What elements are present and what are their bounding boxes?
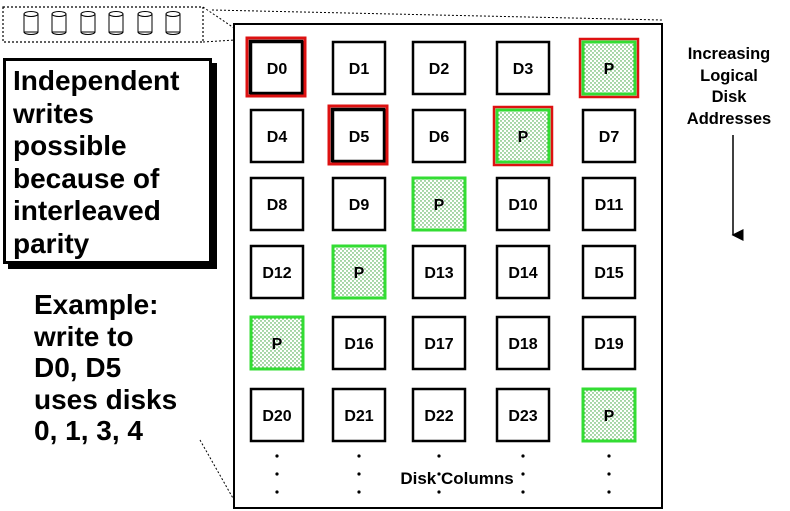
disk-icons [23,11,181,35]
block-label: D0 [267,61,288,78]
block-label: D16 [344,336,373,353]
block-label: D20 [262,408,291,425]
block-label: D14 [508,265,537,282]
data-block: D23 [495,387,551,443]
callout-line: interleaved [13,195,161,226]
data-block: D8 [249,176,305,232]
disk-cylinder-icon [165,11,181,35]
disk-cylinder-icon [23,11,39,35]
data-block: D6 [411,108,467,164]
disk-cylinder-icon [80,11,96,35]
data-block: D5 [327,104,389,166]
block-label: D2 [429,61,450,78]
block-label: D23 [508,408,537,425]
data-block: D13 [411,244,467,300]
axis-label: Increasing Logical Disk Addresses [668,44,790,130]
block-label: D13 [424,265,453,282]
block-label: D19 [594,336,623,353]
axis-label-line: Disk [711,88,747,106]
example-line: Example: [34,289,159,320]
block-label: D6 [429,129,450,146]
example-line: D0, D5 [34,352,122,383]
block-label: D17 [424,336,453,353]
axis-label-line: Increasing [687,45,771,63]
data-block: D10 [495,176,551,232]
callout-line: parity [13,227,90,259]
data-block: D11 [581,176,637,232]
block-label: D11 [595,197,624,214]
data-block: D19 [581,315,637,371]
block-label: D1 [349,61,370,78]
callout-line: writes [13,97,94,129]
data-block: D15 [581,244,637,300]
block-label: P [272,336,283,353]
disk-cylinder-icon [137,11,153,35]
example-text: Example: write to D0, D5 uses disks 0, 1… [34,289,177,447]
data-block: D0 [245,36,307,98]
callout-line: because of [13,162,160,194]
block-label: D22 [424,408,453,425]
data-block: D17 [411,315,467,371]
data-block: D22 [411,387,467,443]
block-label: D7 [599,129,620,146]
parity-block: P [331,244,387,300]
callout-box: Independent writes possible because of i… [3,58,212,264]
block-label: D15 [594,265,623,282]
callout-line: possible [13,130,127,161]
block-label: P [604,408,615,425]
block-label: D9 [349,197,370,214]
block-label: D8 [267,197,288,214]
parity-block: P [249,315,305,371]
block-label: P [518,129,529,146]
data-block: D18 [495,315,551,371]
parity-block: P [411,176,467,232]
block-label: D21 [344,408,373,425]
parity-block: P [492,105,554,167]
disk-columns-label: Disk Columns [400,469,513,488]
data-block: D3 [495,40,551,96]
disk-cylinder-icon [108,11,124,35]
data-block: D9 [331,176,387,232]
block-label: D10 [508,197,537,214]
data-block: D16 [331,315,387,371]
block-label: D12 [262,265,291,282]
data-block: D20 [249,387,305,443]
data-block: D7 [581,108,637,164]
example-line: uses disks [34,383,178,415]
disk-cylinder-icon [51,11,67,35]
axis-label-line: Logical [700,66,758,85]
block-label: P [434,197,445,214]
block-label: D18 [508,336,537,353]
data-block: D2 [411,40,467,96]
block-label: P [604,61,615,78]
connector-lines [199,9,663,501]
data-block: D12 [249,244,305,300]
callout-line: Independent [13,65,180,96]
block-label: D4 [267,129,288,146]
parity-block: P [578,37,640,99]
example-line: 0, 1, 3, 4 [34,415,143,446]
data-block: D4 [249,108,305,164]
block-label: D3 [513,61,534,78]
continuation-dots-icon [275,454,611,494]
disk-strip [2,6,235,43]
data-block: D21 [331,387,387,443]
axis-label-line: Addresses [686,109,772,128]
parity-block: P [581,387,637,443]
block-label: P [354,265,365,282]
example-line: write to [34,320,134,352]
data-block: D1 [331,40,387,96]
block-label: D5 [349,129,370,146]
data-block: D14 [495,244,551,300]
